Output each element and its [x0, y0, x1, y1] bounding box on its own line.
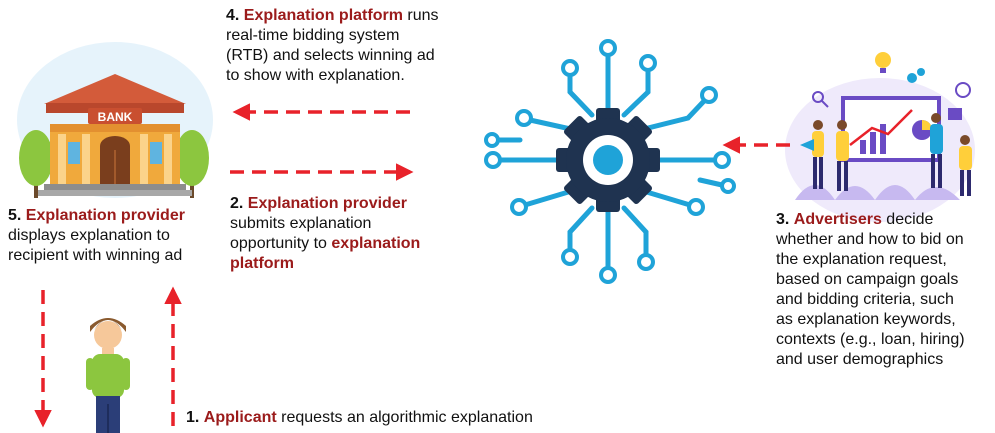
step4-actor: Explanation platform — [243, 7, 403, 24]
advertisers-team-icon — [785, 52, 975, 222]
step2-actor2-part1: explanation — [331, 235, 421, 252]
step2-block: 2. Explanation provider submits explanat… — [230, 194, 420, 274]
step3-actor: Advertisers — [793, 211, 882, 228]
step3-line4: based on campaign goals — [776, 271, 959, 288]
step5-line2: displays explanation to — [8, 227, 170, 244]
step3-text: decide — [886, 211, 934, 228]
step1-block: 1. Applicant requests an algorithmic exp… — [186, 408, 533, 428]
step3-number: 3. — [776, 211, 790, 228]
step4-line3: (RTB) and selects winning ad — [226, 47, 435, 64]
step2-actor: Explanation provider — [247, 195, 407, 212]
step4-line2: real-time bidding system — [226, 27, 400, 44]
bank-icon: BANK — [17, 42, 213, 198]
step1-actor: Applicant — [203, 409, 277, 426]
circuit-gear-icon — [484, 39, 736, 284]
step3-line2: whether and how to bid on — [776, 231, 964, 248]
flow-arrows — [34, 103, 790, 428]
step3-line7: contexts (e.g., loan, hiring) — [776, 331, 965, 348]
step2-actor2-part2: platform — [230, 255, 294, 272]
step3-line1: 3. Advertisers decide — [776, 210, 965, 230]
step4-block: 4. Explanation platform runs real-time b… — [226, 6, 439, 86]
step2-text: opportunity to — [230, 235, 327, 252]
step1-number: 1. — [186, 409, 200, 426]
step2-line3: opportunity to explanation — [230, 234, 420, 254]
step4-line4: to show with explanation. — [226, 67, 405, 84]
step4-text: runs — [407, 7, 439, 24]
step1-text: requests an algorithmic explanation — [281, 409, 533, 426]
step3-line6: as explanation keywords, — [776, 311, 956, 328]
applicant-person-icon — [86, 318, 130, 433]
step4-line1: 4. Explanation platform runs — [226, 6, 439, 26]
step4-number: 4. — [226, 7, 240, 24]
step3-block: 3. Advertisers decide whether and how to… — [776, 210, 965, 370]
step2-line2: submits explanation — [230, 215, 372, 232]
step2-number: 2. — [230, 195, 244, 212]
step5-number: 5. — [8, 207, 22, 224]
bank-sign: BANK — [98, 110, 133, 124]
step5-line3: recipient with winning ad — [8, 247, 183, 264]
step5-block: 5. Explanation provider displays explana… — [8, 206, 185, 266]
step5-actor: Explanation provider — [25, 207, 185, 224]
step3-line3: the explanation request, — [776, 251, 947, 268]
step2-line1: 2. Explanation provider — [230, 194, 420, 214]
step3-line8: and user demographics — [776, 351, 944, 368]
step5-line1: 5. Explanation provider — [8, 206, 185, 226]
step3-line5: and bidding criteria, such — [776, 291, 954, 308]
